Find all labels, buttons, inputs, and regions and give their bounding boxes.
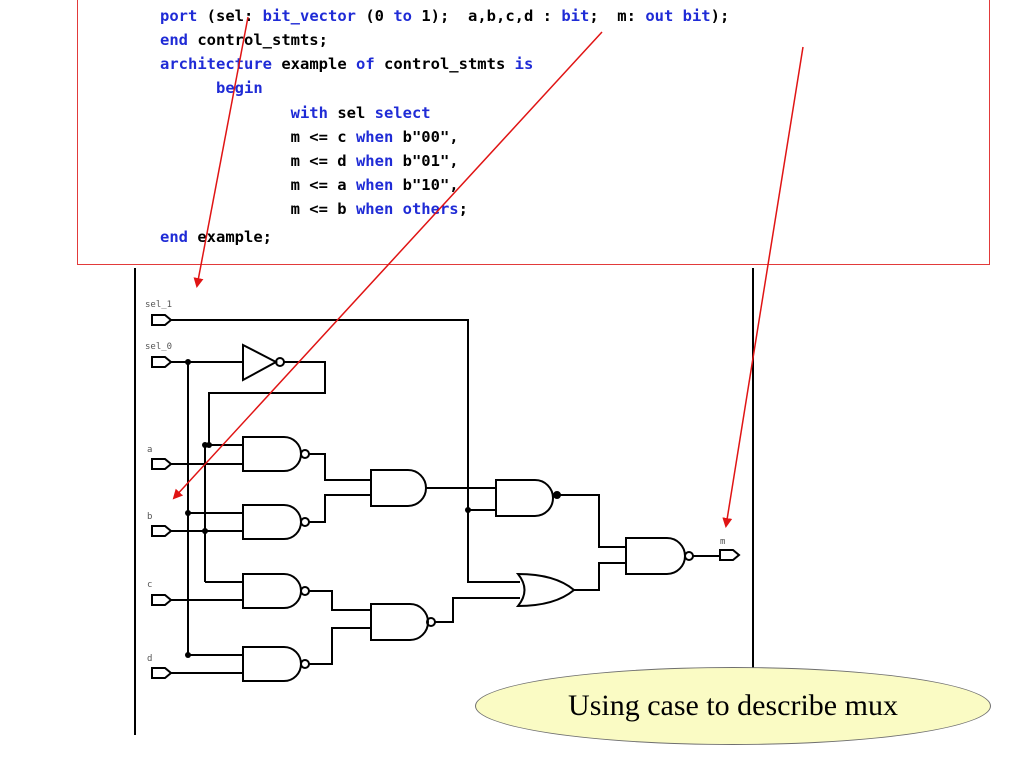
code-keyword: begin [160, 79, 263, 97]
pin-label-b: b [147, 512, 152, 522]
code-text: b"01", [402, 152, 459, 170]
code-text: m <= c [160, 128, 356, 146]
pin-label-a: a [147, 445, 152, 455]
code-text: (sel: [206, 7, 263, 25]
code-line: m <= a when b"10", [160, 173, 459, 197]
pin-label-c: c [147, 580, 152, 590]
code-text: b"10", [402, 176, 459, 194]
code-keyword: select [374, 104, 431, 122]
and-gate-output [625, 537, 686, 575]
pin-d-icon [151, 667, 173, 679]
and-gate-upper [495, 479, 554, 517]
code-text: sel [337, 104, 375, 122]
code-keyword: when [355, 128, 403, 146]
code-keyword: to [393, 7, 422, 25]
nand-gate-b [242, 504, 302, 540]
pin-label-m: m [720, 537, 725, 547]
caption-text: Using case to describe mux [568, 689, 898, 722]
code-keyword: when others [355, 200, 459, 218]
code-keyword: architecture [160, 55, 282, 73]
caption-callout: Using case to describe mux [475, 667, 991, 745]
and-gate-ab [370, 469, 427, 507]
nand-gate-d [242, 646, 302, 682]
code-line: m <= c when b"00", [160, 125, 459, 149]
code-keyword: port [160, 7, 207, 25]
code-text: (0 [365, 7, 394, 25]
code-text: control_stmts [383, 55, 515, 73]
pin-label-sel-0: sel_0 [145, 342, 172, 352]
inverter-gate [242, 343, 279, 382]
code-line: m <= d when b"01", [160, 149, 459, 173]
pin-sel-1-icon [151, 314, 173, 326]
arrow-sel-to-sel-pin [193, 16, 249, 288]
pin-label-sel-1: sel_1 [145, 300, 172, 310]
pin-a-icon [151, 458, 173, 470]
pin-sel-0-icon [151, 356, 173, 368]
code-keyword: end [160, 228, 198, 246]
pin-c-icon [151, 594, 173, 606]
code-line: end example; [160, 225, 272, 249]
code-text: ); [710, 7, 730, 25]
code-keyword: when [355, 152, 403, 170]
code-line: with sel select [160, 101, 431, 125]
code-text: ; m: [589, 7, 646, 25]
code-line: m <= b when others; [160, 197, 468, 221]
code-text: example; [197, 228, 272, 246]
nand-gate-c [242, 573, 302, 609]
code-keyword: when [355, 176, 403, 194]
pin-m-icon [719, 549, 741, 561]
code-keyword: is [514, 55, 534, 73]
code-listing-box [77, 0, 990, 265]
pin-label-d: d [147, 654, 152, 664]
and-gate-cd [370, 603, 429, 641]
arrow-m-to-m-pin [722, 46, 804, 528]
code-text: m <= d [160, 152, 356, 170]
code-line: end control_stmts; [160, 28, 328, 52]
arrow-abcd-to-b-pin [172, 31, 603, 500]
code-keyword: out bit [645, 7, 711, 25]
code-keyword: end [160, 31, 198, 49]
code-text: m <= a [160, 176, 356, 194]
or-gate-lower [515, 572, 576, 608]
code-text: m <= b [160, 200, 356, 218]
code-text: b"00", [402, 128, 459, 146]
nand-gate-a [242, 436, 302, 472]
code-text: 1); a,b,c,d : [421, 7, 562, 25]
code-keyword: bit_vector [262, 7, 366, 25]
code-keyword: bit [561, 7, 590, 25]
code-line: port (sel: bit_vector (0 to 1); a,b,c,d … [160, 4, 729, 28]
code-text: example [281, 55, 356, 73]
code-text: control_stmts; [197, 31, 328, 49]
code-line: begin [160, 76, 263, 100]
code-line: architecture example of control_stmts is [160, 52, 533, 76]
code-keyword: with [160, 104, 338, 122]
pin-b-icon [151, 525, 173, 537]
code-keyword: of [355, 55, 384, 73]
code-text: ; [458, 200, 468, 218]
